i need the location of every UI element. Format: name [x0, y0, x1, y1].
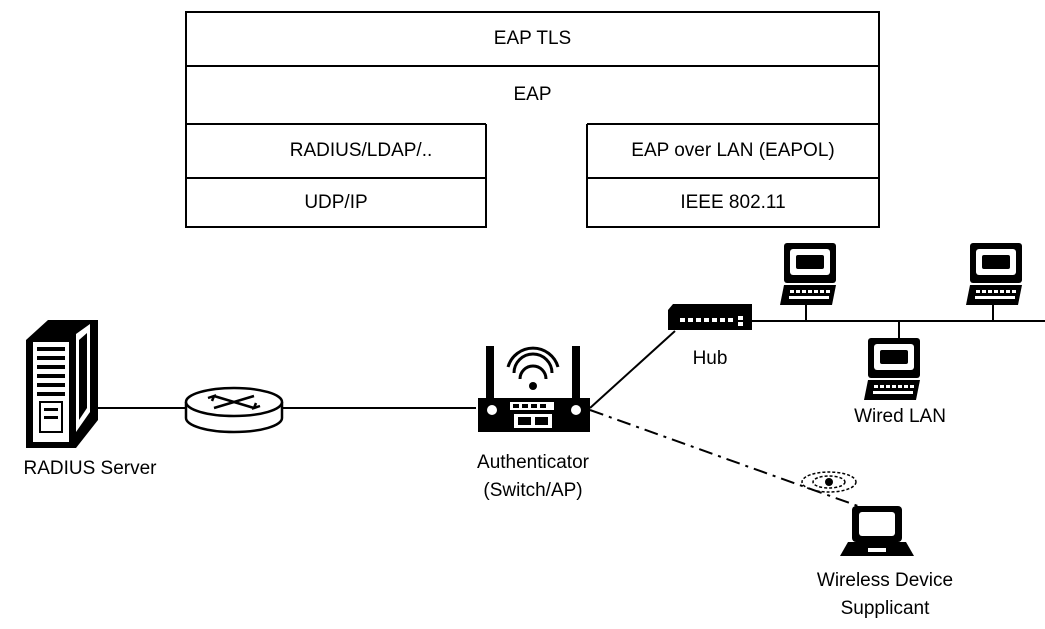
router-icon: [184, 386, 284, 434]
wireless-access-point-icon: [478, 346, 590, 432]
authenticator-label: Authenticator: [477, 452, 589, 473]
supplicant-sublabel: Supplicant: [840, 598, 930, 619]
desktop-computer-icon: [780, 243, 836, 305]
desktop-computer-icon: [966, 243, 1022, 305]
antenna-tip-icon: [825, 478, 833, 486]
supplicant-label: Wireless Device: [816, 570, 954, 591]
link-authenticator-hub: [589, 330, 676, 409]
authenticator-sublabel: (Switch/AP): [483, 480, 583, 501]
stack-eap: EAP: [513, 84, 552, 105]
antenna-signal-icon: [801, 471, 857, 493]
radius-server-label: RADIUS Server: [23, 458, 157, 479]
stack-radius-ldap: RADIUS/LDAP/..: [289, 140, 433, 161]
hub-label: Hub: [692, 348, 728, 369]
stack-eap-tls: EAP TLS: [493, 28, 572, 49]
stack-udp-ip: UDP/IP: [304, 191, 368, 213]
laptop-icon: [840, 506, 914, 556]
desktop-computer-icon: [864, 338, 920, 400]
stack-ieee-80211: IEEE 802.11: [680, 191, 786, 213]
server-tower-icon: [26, 320, 98, 448]
wired-lan-label: Wired LAN: [854, 406, 946, 427]
stack-eapol: EAP over LAN (EAPOL): [631, 140, 835, 161]
network-hub-icon: [668, 304, 752, 330]
